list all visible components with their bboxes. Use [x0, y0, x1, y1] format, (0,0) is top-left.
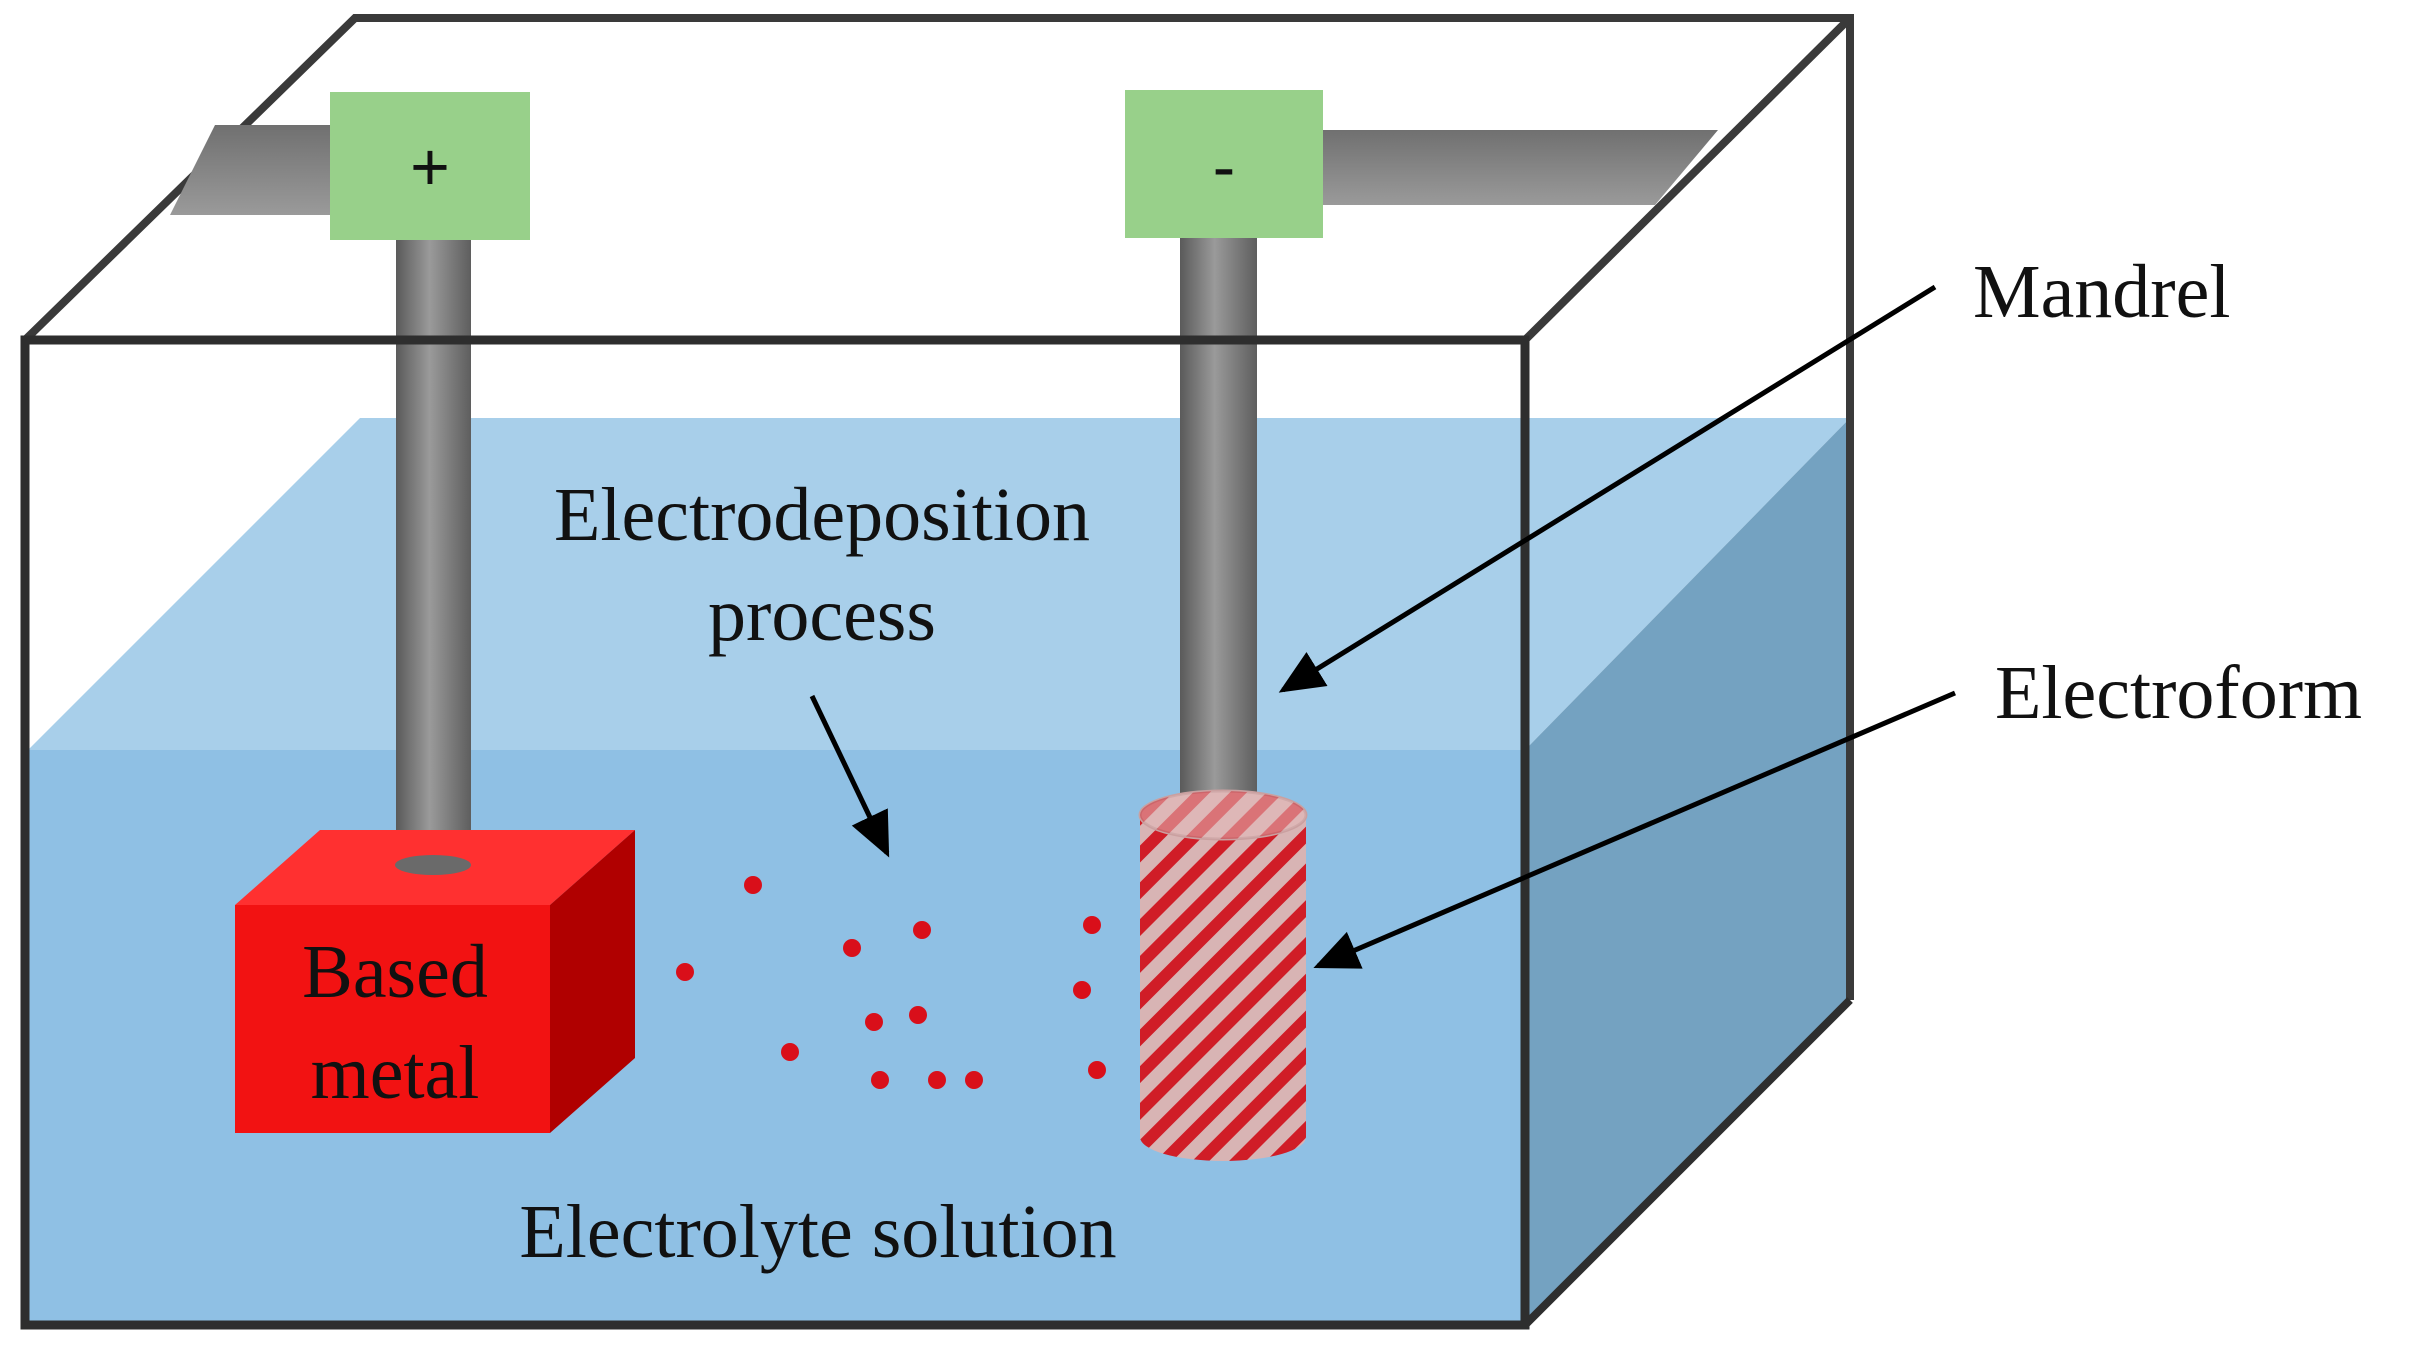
- solution-top-surface: [28, 418, 1850, 750]
- electrolyte-label: Electrolyte solution: [519, 1190, 1116, 1274]
- ion-dot: [843, 939, 861, 957]
- positive-terminal: +: [330, 92, 530, 240]
- based-metal-label-line2: metal: [311, 1031, 480, 1115]
- cathode-support-bar: [1320, 130, 1718, 205]
- electroform-arrow: [1313, 690, 1956, 969]
- mandrel-rod: [1180, 235, 1257, 795]
- based-metal-label-line1: Based: [302, 930, 488, 1014]
- negative-terminal-symbol: -: [1213, 129, 1236, 205]
- mandrel-label: Mandrel: [1973, 250, 2230, 334]
- ion-dot: [928, 1071, 946, 1089]
- metal-ions: [676, 876, 1106, 1089]
- ion-dot: [865, 1013, 883, 1031]
- ion-dot: [1073, 981, 1091, 999]
- solution-side-face: [1525, 418, 1850, 1325]
- ion-dot: [676, 963, 694, 981]
- process-arrow: [809, 694, 890, 858]
- electroform-label: Electroform: [1995, 651, 2362, 735]
- ion-dot: [1083, 916, 1101, 934]
- tank-top-right-edge: [1522, 15, 1853, 343]
- anode-support-bar: [170, 125, 330, 215]
- ion-dot: [913, 921, 931, 939]
- process-label-line2: process: [708, 573, 936, 657]
- tank-bottom-right-edge: [1522, 997, 1853, 1328]
- ion-dot: [1088, 1061, 1106, 1079]
- process-label-line1: Electrodeposition: [554, 473, 1090, 557]
- ion-dot: [909, 1006, 927, 1024]
- negative-terminal: -: [1125, 90, 1323, 238]
- positive-terminal-symbol: +: [410, 129, 450, 205]
- mandrel-arrow: [1278, 284, 1937, 693]
- ion-dot: [965, 1071, 983, 1089]
- ion-dot: [781, 1043, 799, 1061]
- ion-dot: [871, 1071, 889, 1089]
- anode-rod: [396, 235, 471, 870]
- tank-front-frame: [20, 335, 1530, 1330]
- ion-dot: [744, 876, 762, 894]
- based-metal-block: Based metal: [235, 830, 635, 1133]
- electroform-cylinder: [1138, 789, 1308, 1161]
